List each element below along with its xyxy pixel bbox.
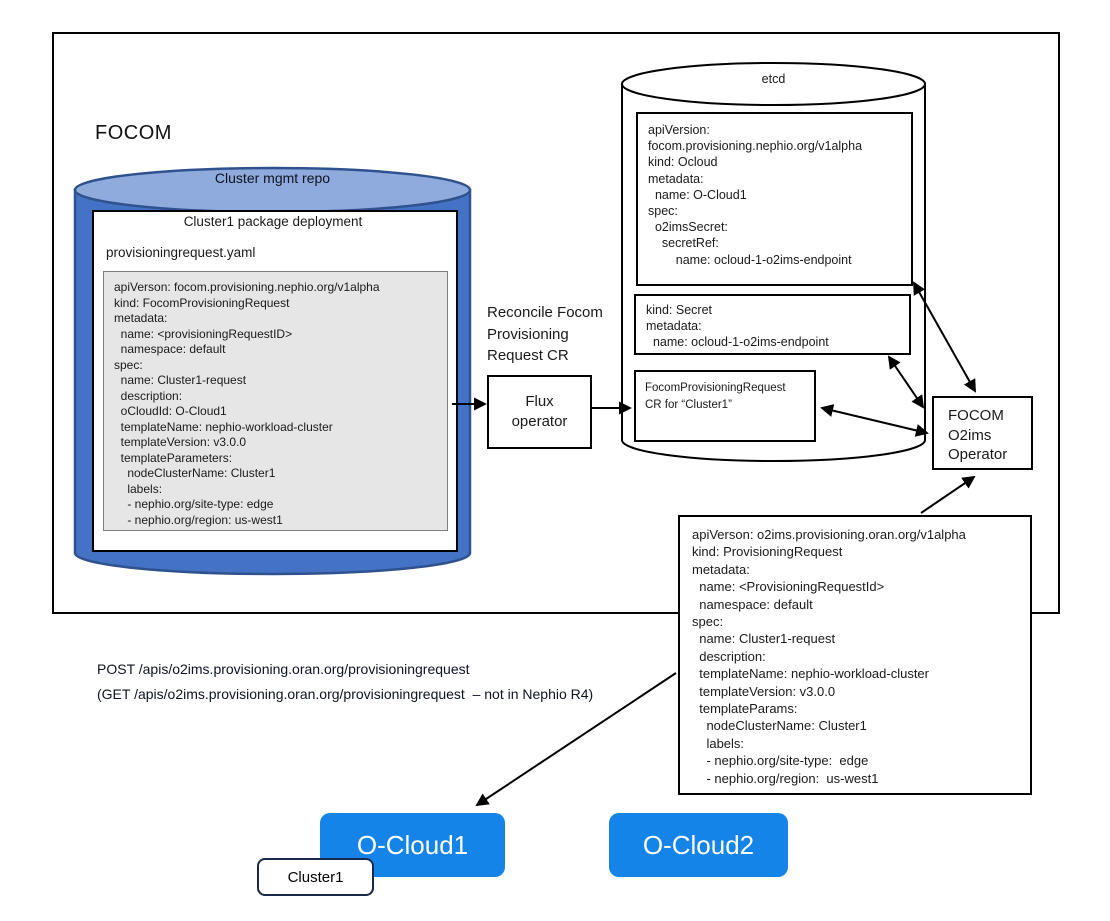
flux-operator-label: Flux operator <box>511 393 568 430</box>
cluster1-label: Cluster1 <box>287 868 344 886</box>
etcd-title: etcd <box>761 72 786 86</box>
etcd-secret-box: kind: Secret metadata: name: ocloud-1-o2… <box>634 294 911 355</box>
focom-o2ims-operator-box: FOCOM O2ims Operator <box>932 396 1033 470</box>
cluster-mgmt-repo-title: Cluster mgmt repo <box>214 170 331 186</box>
ocloud2-label: O-Cloud2 <box>642 829 755 860</box>
o2ims-provisioning-request-yaml: apiVerson: o2ims.provisioning.oran.org/v… <box>678 515 1032 795</box>
provisioningrequest-yaml-filename: provisioningrequest.yaml <box>106 245 256 260</box>
focom-provisioning-request-yaml: apiVerson: focom.provisioning.nephio.org… <box>103 271 448 531</box>
etcd-ocloud-cr-box: apiVersion: focom.provisioning.nephio.or… <box>636 112 913 286</box>
cluster1-package-deployment-title: Cluster1 package deployment <box>183 214 363 229</box>
api-endpoints-note: POST /apis/o2ims.provisioning.oran.org/p… <box>97 661 594 702</box>
flux-operator-box: Flux operator <box>487 375 592 449</box>
etcd-focom-provisioning-request-box: FocomProvisioningRequest CR for “Cluster… <box>634 370 816 442</box>
cluster1-node: Cluster1 <box>257 858 374 896</box>
ocloud1-label: O-Cloud1 <box>356 829 469 860</box>
focom-boundary-box <box>52 32 1060 614</box>
reconcile-note: Reconcile Focom Provisioning Request CR <box>487 304 603 364</box>
focom-title: FOCOM <box>95 122 172 144</box>
ocloud2-node: O-Cloud2 <box>609 813 788 877</box>
